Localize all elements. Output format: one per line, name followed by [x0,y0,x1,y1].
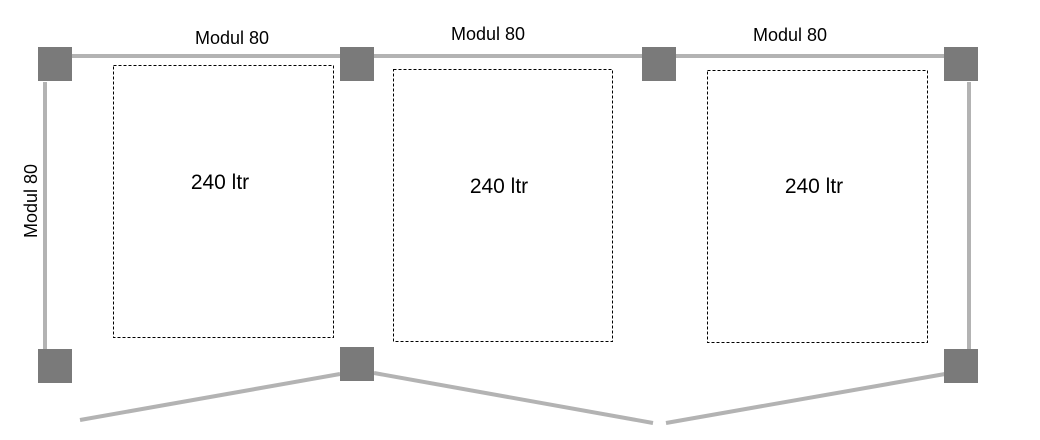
post-bottom-1 [38,349,72,383]
module-label-side-left: Modul 80 [21,164,41,238]
post-top-1 [38,47,72,81]
post-bottom-3 [944,349,978,383]
module-label-top-left: Modul 80 [195,28,269,48]
post-top-2 [340,47,374,81]
bin-label-1: 240 ltr [191,171,249,194]
post-bottom-2 [340,347,374,381]
bin-outline-2 [393,69,613,342]
post-top-3 [642,47,676,81]
module-label-top-middle: Modul 80 [451,24,525,44]
module-label-top-right: Modul 80 [753,25,827,45]
bin-label-2: 240 ltr [470,175,528,198]
front-rail-middle-left-door [373,371,654,425]
bins [113,65,928,343]
rails [43,54,971,425]
posts [38,47,978,383]
bin-label-3: 240 ltr [785,175,843,198]
front-rail-left-door [79,372,341,422]
bin-outline-3 [707,70,928,343]
front-rail-right-door [665,372,946,425]
post-top-4 [944,47,978,81]
bin-outline-1 [113,65,334,338]
